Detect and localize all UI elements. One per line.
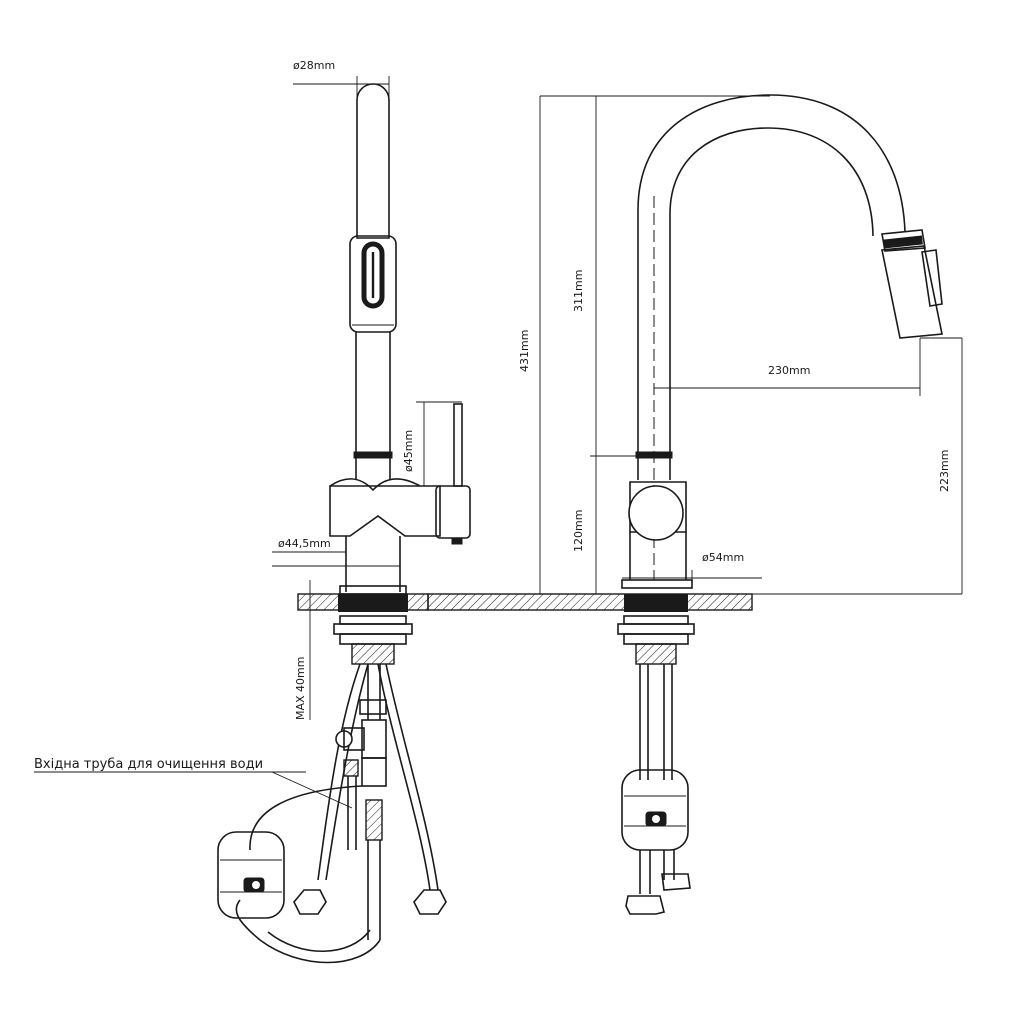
spray-head — [349, 235, 397, 333]
hose-weight-side — [621, 769, 689, 851]
pull-down-head — [881, 245, 943, 339]
gooseneck-spout — [637, 94, 906, 456]
faucet-body — [329, 485, 441, 537]
front-view — [217, 83, 471, 964]
dim-max-deck: MAX 40mm — [294, 657, 307, 720]
inlet-note: Вхідна труба для очищення води — [34, 757, 353, 809]
dimensions: ø28mm ø45mm ø44,5mm MAX 40mm 431mm 311mm… — [272, 59, 963, 720]
dim-dia-base: ø54mm — [702, 551, 744, 564]
lever-handle — [453, 403, 463, 487]
note-inlet-pipe: Вхідна труба для очищення води — [34, 757, 263, 772]
lever-hub — [628, 485, 684, 541]
spout-tube-top — [356, 83, 390, 239]
dim-reach: 230mm — [768, 364, 810, 377]
dim-height-body: 120mm — [572, 510, 585, 552]
spray-button-icon — [361, 241, 385, 309]
dim-dia-handle: ø45mm — [402, 430, 415, 472]
dim-height-outlet: 223mm — [938, 450, 951, 492]
dim-height-total: 431mm — [518, 330, 531, 372]
side-view — [617, 94, 943, 915]
hose-weight — [217, 831, 285, 919]
dim-dia-spout: ø28mm — [293, 59, 335, 72]
countertop-section — [427, 593, 753, 611]
dim-height-spout: 311mm — [572, 270, 585, 312]
dim-dia-body: ø44,5mm — [278, 537, 331, 550]
